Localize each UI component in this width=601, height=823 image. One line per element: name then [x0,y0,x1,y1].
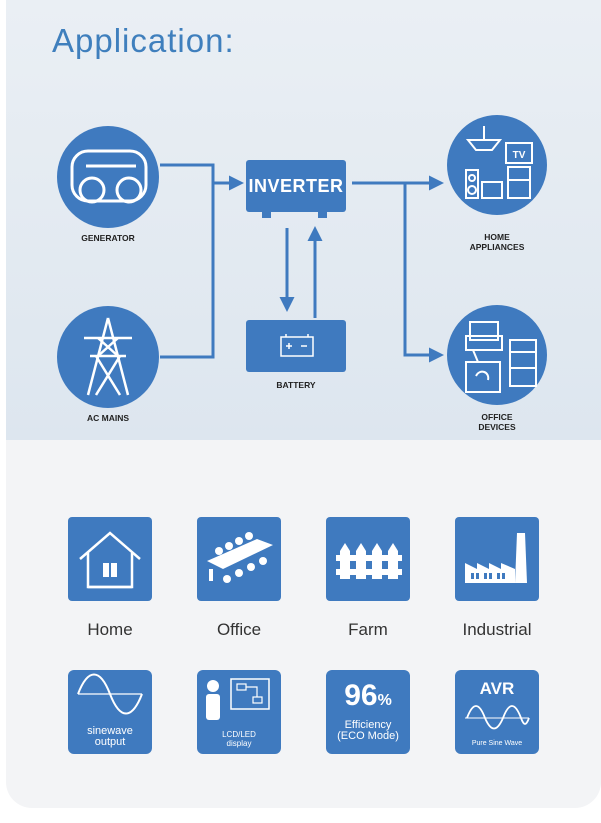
efficiency-label-line1: Efficiency [344,719,392,731]
generator-connector [160,163,215,183]
battery-icon [280,334,314,357]
office-devices-node [447,305,547,405]
sinewave-output-tile: sinewave output [68,670,152,754]
office-tile [197,517,281,601]
lcd-display-label: LCD/LED display [197,730,281,748]
ac-mains-label: AC MAINS [86,413,130,423]
transmission-tower-icon [84,317,132,396]
tv-label: TV [513,150,526,161]
meeting-table-icon [207,532,273,583]
home-label: Home [87,620,133,639]
battery-node [246,320,346,372]
ac-mains-node [57,306,159,408]
battery-label: BATTERY [276,380,316,390]
sinewave-label-line2: output [94,736,126,748]
home-appliances-icon [465,126,533,199]
home-appliances-node: TV [447,115,547,215]
generator-icon [70,149,148,204]
home-appliances-circle [447,115,547,215]
home-tile [68,517,152,601]
inverter-box [246,160,346,212]
farm-tile [326,517,410,601]
efficiency-number: 96 [344,679,378,712]
home-appliances-label-line2: APPLIANCES [469,242,525,252]
office-label: Office [216,620,262,639]
lcd-label-line1: LCD/LED [222,730,256,739]
lcd-display-icon [206,678,270,720]
home-appliances-label: HOME APPLIANCES [449,232,545,252]
office-devices-label-line1: OFFICE [481,412,513,422]
avr-subtitle: Pure Sine Wave [471,740,523,747]
fence-icon [336,543,402,579]
farm-label: Farm [348,620,388,639]
inverter-node [246,160,346,218]
application-diagram: TV [57,115,547,408]
office-devices-label: OFFICE DEVICES [449,412,545,432]
office-devices-label-line2: DEVICES [478,422,516,432]
factory-icon [465,533,527,583]
efficiency-unit: % [377,692,392,709]
avr-title: AVR [479,679,515,698]
avr-tile: AVR Pure Sine Wave [455,670,539,754]
generator-node [57,126,159,228]
lcd-display-tile: LCD/LED display [197,670,281,754]
pure-sine-wave-icon [465,705,530,730]
ac-mains-connector [160,183,215,359]
efficiency-label-line2: (ECO Mode) [337,730,399,742]
connector-lines [160,163,444,363]
generator-label: GENERATOR [81,233,135,243]
to-office-arrow [403,183,444,363]
sine-wave-icon [77,673,143,715]
office-devices-icon [465,321,537,393]
inverter-label: INVERTER [248,175,344,196]
industrial-tile [455,517,539,601]
battery-box [246,320,346,372]
efficiency-label: Efficiency (ECO Mode) [326,720,410,742]
sinewave-label-line1: sinewave [87,725,133,737]
office-devices-circle [447,305,547,405]
efficiency-tile: 96% Efficiency (ECO Mode) [326,670,410,754]
page-title: Application: [52,22,235,59]
lcd-label-line2: display [226,739,252,748]
sinewave-output-label: sinewave output [68,726,152,748]
house-icon [79,531,141,589]
efficiency-value: 96% [326,680,410,717]
industrial-label: Industrial [462,620,532,639]
home-appliances-label-line1: HOME [484,232,510,242]
